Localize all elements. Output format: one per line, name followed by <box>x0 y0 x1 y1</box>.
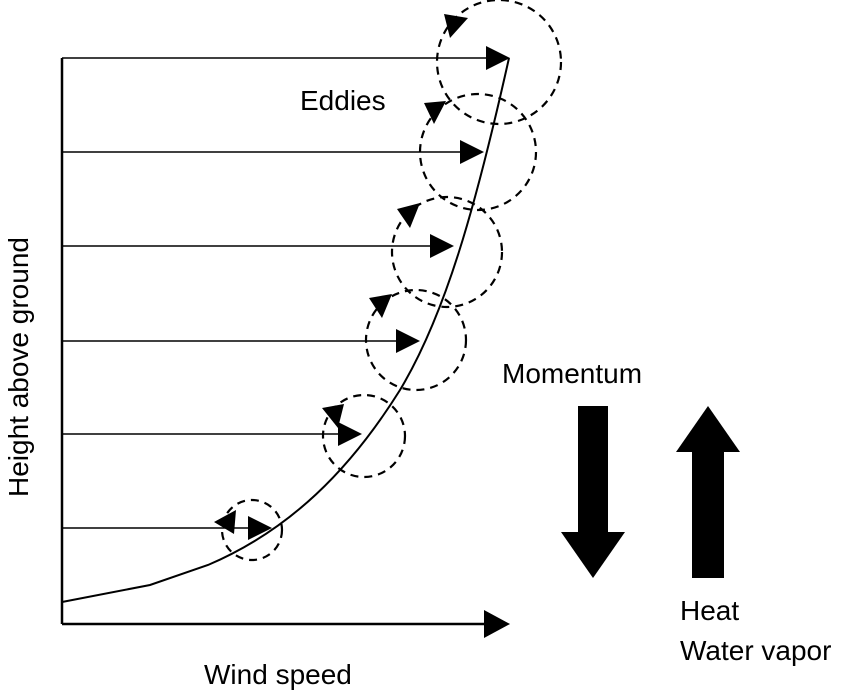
eddy-arrow-2 <box>424 101 446 124</box>
eddy-1 <box>435 0 563 126</box>
eddy-arrow-3 <box>397 203 420 228</box>
momentum-label: Momentum <box>502 358 642 389</box>
eddies-label: Eddies <box>300 85 386 116</box>
heat-label: Heat <box>680 595 739 626</box>
down-arrow-icon <box>561 406 625 578</box>
wind-vector-head-4 <box>396 329 420 353</box>
water-vapor-label: Water vapor <box>680 635 831 666</box>
wind-vector-head-5 <box>338 422 362 446</box>
wind-vector-head-3 <box>430 234 454 258</box>
wind-vector-head-1 <box>486 46 510 70</box>
up-arrow-icon <box>676 406 740 578</box>
wind-vector-head-6 <box>248 516 272 540</box>
eddy-3 <box>390 195 504 309</box>
wind-vectors <box>62 57 490 529</box>
x-axis-arrowhead <box>484 610 510 638</box>
eddy-arrow-1 <box>444 14 468 38</box>
eddy-arrow-6 <box>214 510 236 534</box>
eddy-2 <box>418 92 538 212</box>
eddy-6 <box>220 498 284 562</box>
x-axis-label: Wind speed <box>204 659 352 690</box>
eddy-arrow-5 <box>322 404 344 428</box>
eddy-rotation-arrows <box>214 14 468 534</box>
eddy-4 <box>364 288 468 392</box>
wind-vector-head-2 <box>460 140 484 164</box>
eddy-5 <box>321 393 407 479</box>
wind-vector-heads <box>248 46 510 540</box>
eddy-arrow-4 <box>369 294 392 318</box>
eddies <box>220 0 563 562</box>
y-axis-label: Height above ground <box>3 237 34 497</box>
wind-profile-curve <box>61 57 510 603</box>
